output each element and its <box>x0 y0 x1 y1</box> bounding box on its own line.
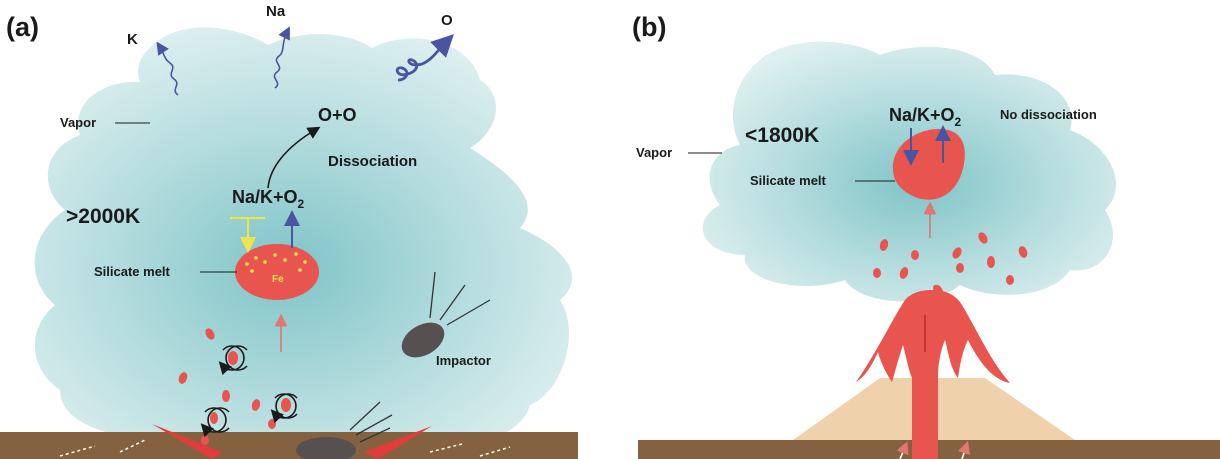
o-label: O <box>441 12 453 29</box>
impactor-crater <box>296 437 356 459</box>
reduction-arrow-a <box>230 217 265 245</box>
reaction-b: Na/K+O2 <box>889 105 962 129</box>
reaction-b-main: Na/K+O <box>889 105 955 125</box>
magma-up-arrows <box>896 440 971 459</box>
vapor-label-a: Vapor <box>60 115 96 130</box>
vapor-label-b: Vapor <box>636 145 672 160</box>
k-label: K <box>127 31 138 48</box>
product-label: O+O <box>318 105 357 125</box>
temperature-a: >2000K <box>66 205 140 228</box>
crater-rim-right <box>364 426 432 459</box>
panel-a: (a) K Na O Vapor O+O Dissociation >2000K… <box>0 3 578 459</box>
impactor-label: Impactor <box>436 353 491 368</box>
dissociation-label: Dissociation <box>328 153 417 170</box>
rotation-icons <box>200 345 298 438</box>
ground-a <box>0 432 578 459</box>
temperature-b: <1800K <box>745 124 819 147</box>
melt-droplets-b <box>873 232 1028 296</box>
reaction-a-sub: 2 <box>298 197 305 211</box>
escape-squiggles <box>156 26 454 96</box>
impact-lines-low <box>349 401 393 443</box>
vapor-cloud-a <box>34 27 573 442</box>
dissociation-arrow <box>267 126 321 189</box>
panel-label-b: (b) <box>632 12 666 42</box>
panel-label-a: (a) <box>6 12 39 42</box>
melt-label-b: Silicate melt <box>750 173 827 188</box>
no-dissociation-label: No dissociation <box>1000 107 1097 122</box>
melt-label-a: Silicate melt <box>94 264 171 279</box>
lava-dome <box>856 290 1010 459</box>
reaction-a-main: Na/K+O <box>232 187 298 207</box>
reaction-a: Na/K+O2 <box>232 187 305 211</box>
impactor-trail <box>429 271 491 326</box>
reaction-b-sub: 2 <box>955 115 962 129</box>
silicate-melt-a <box>235 244 319 300</box>
panel-b: (b) Vapor <1800K Na/K+O2 No dissociation… <box>632 12 1220 459</box>
iron-dots <box>245 252 307 273</box>
iron-label: Fe <box>272 274 284 285</box>
debris-marks <box>59 439 511 457</box>
crater-rim-left <box>152 424 222 459</box>
melt-droplets-a <box>178 328 291 445</box>
impactor <box>401 322 445 358</box>
na-label: Na <box>266 3 286 20</box>
